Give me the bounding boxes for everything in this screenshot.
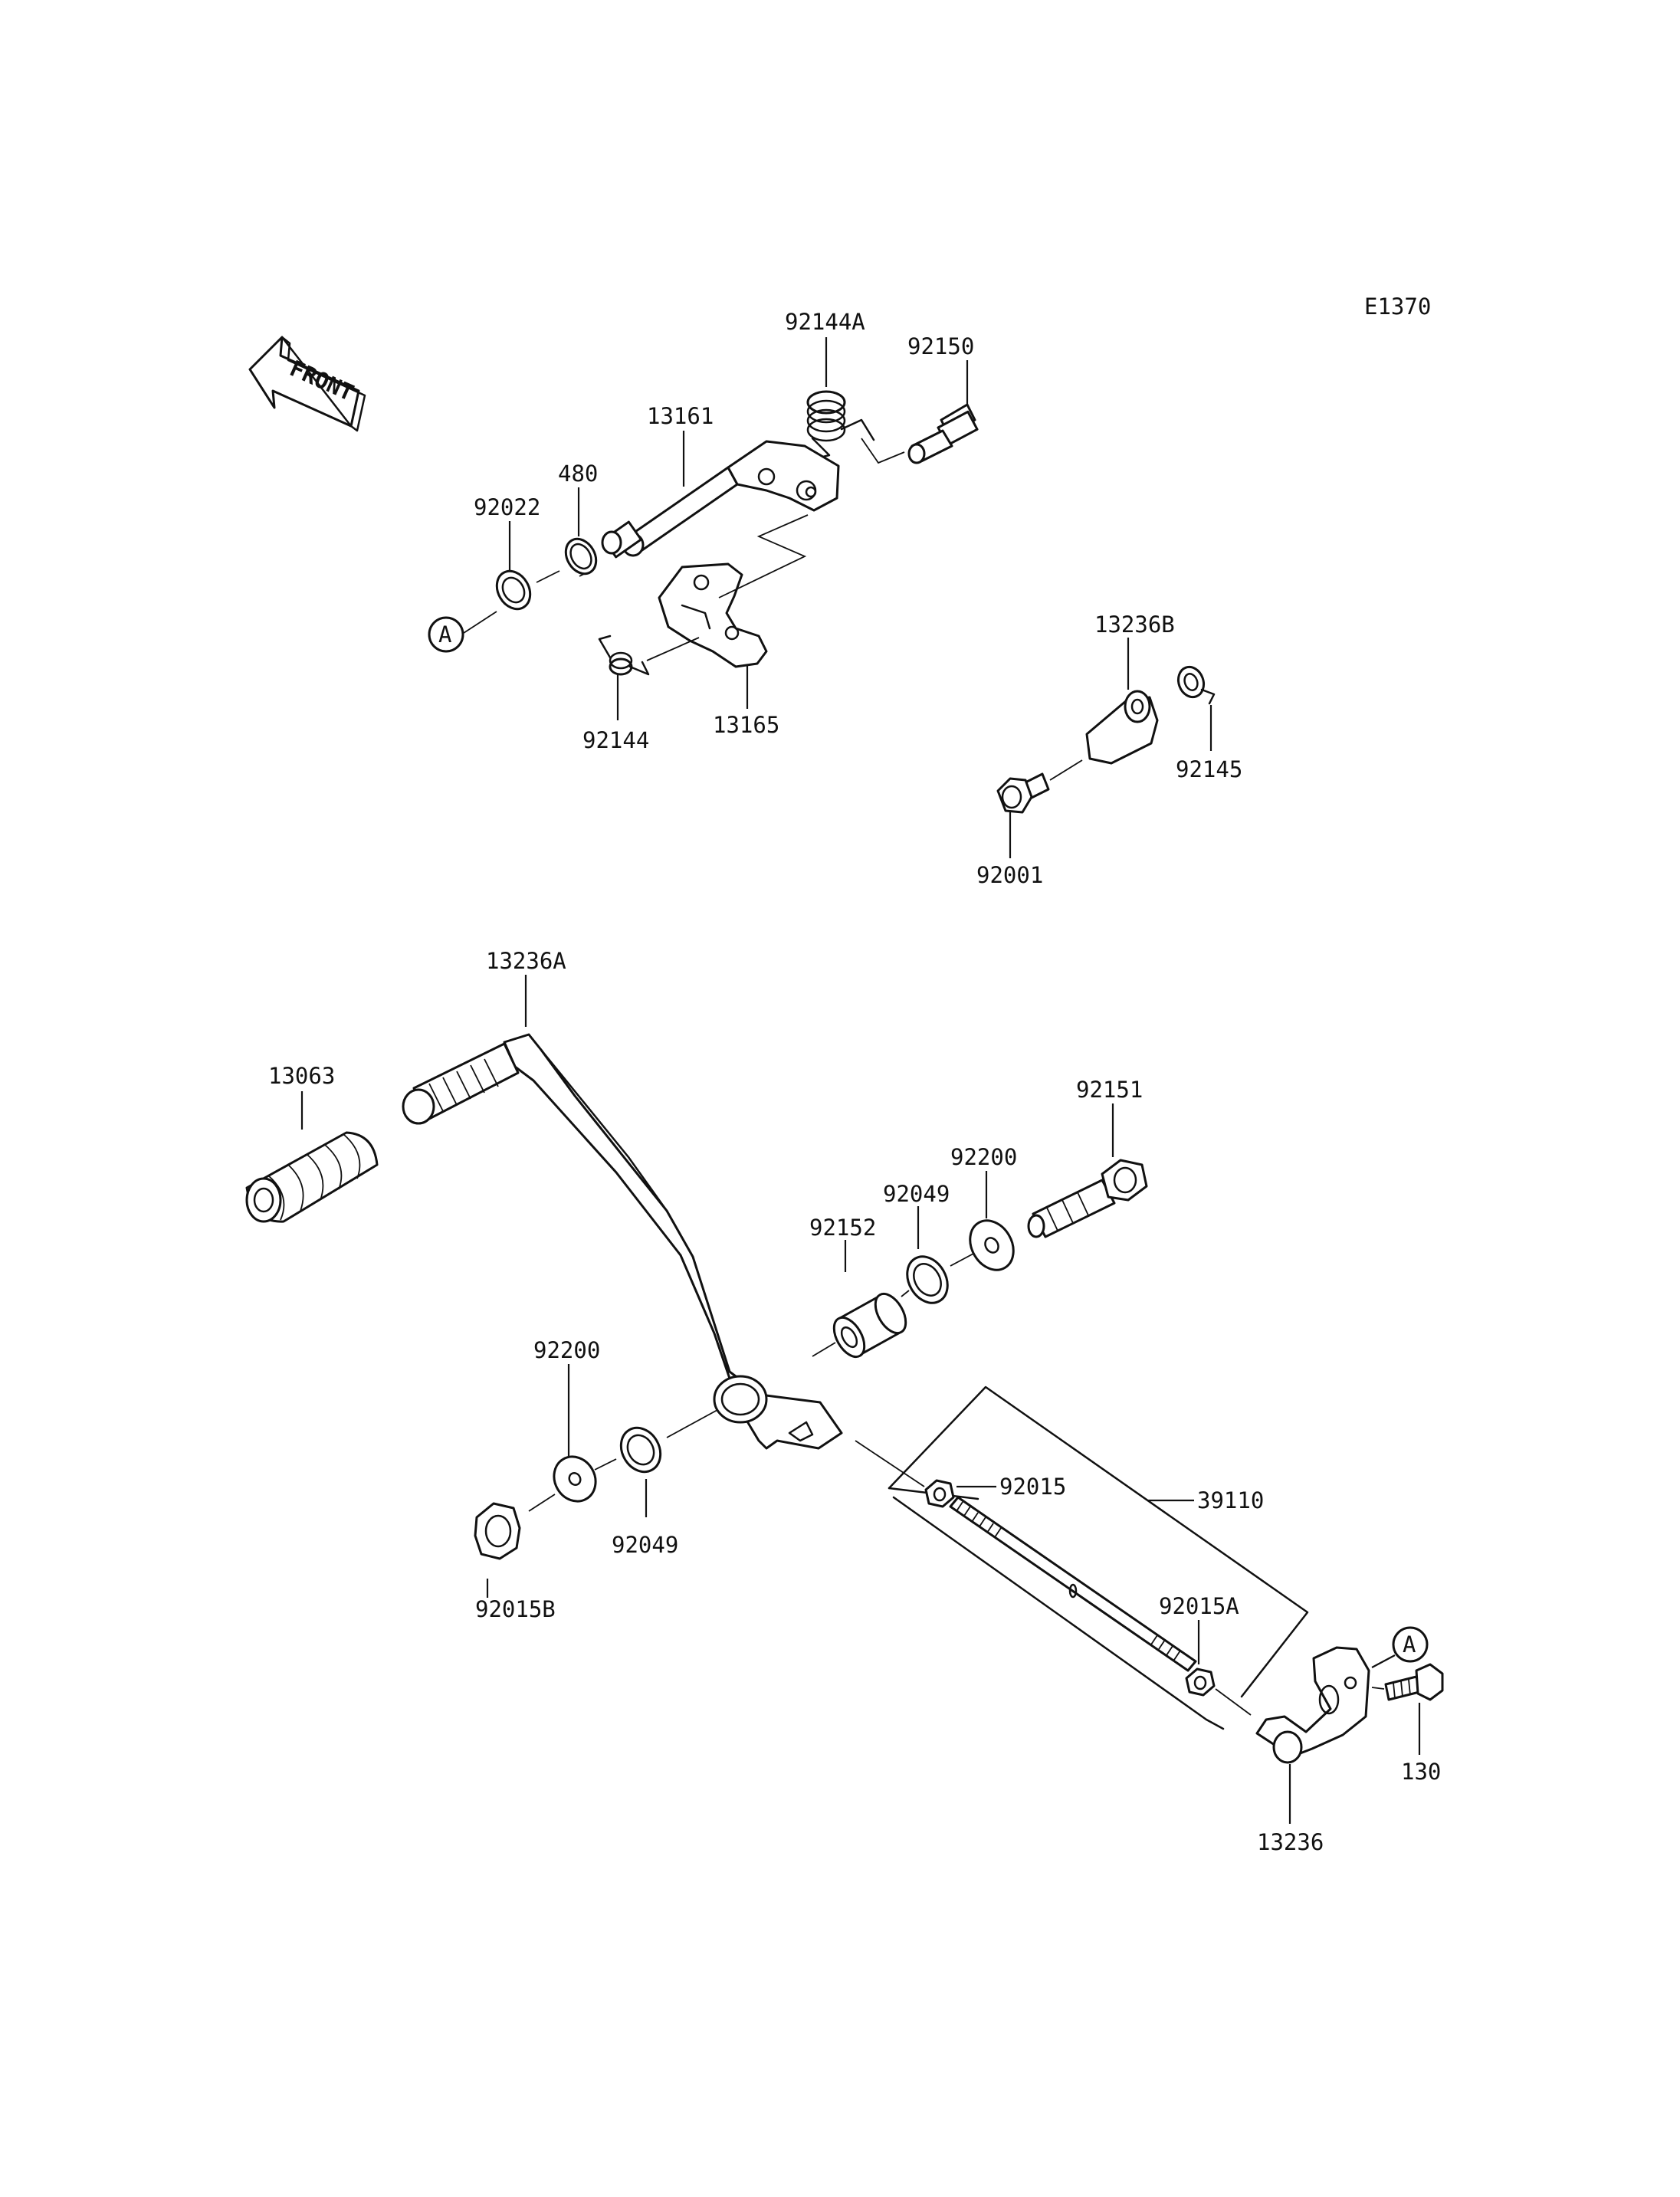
- label-92151: 92151: [1076, 1077, 1143, 1103]
- reference-marker-a-bottom-label: A: [1403, 1631, 1416, 1658]
- label-92022: 92022: [474, 494, 540, 520]
- cap-nut-92015B: [474, 1502, 521, 1560]
- washer-92200-bottom: [553, 1455, 597, 1503]
- shift-rod: [949, 1496, 1197, 1672]
- label-92144: 92144: [582, 727, 649, 753]
- label-92015B: 92015B: [475, 1596, 556, 1622]
- washer-92022: [495, 569, 532, 611]
- label-92200-bottom: 92200: [533, 1337, 600, 1363]
- oil-seal-92049-top: [906, 1255, 949, 1304]
- nut-92015A: [1185, 1667, 1216, 1697]
- label-480: 480: [558, 461, 598, 487]
- label-92049-bottom: 92049: [612, 1532, 678, 1558]
- label-13161: 13161: [647, 403, 714, 429]
- label-92145: 92145: [1176, 756, 1242, 782]
- rod-end-13236: [1255, 1646, 1370, 1764]
- reference-marker-a-top: A: [428, 616, 464, 653]
- washer-92200-top: [969, 1219, 1015, 1271]
- label-92049-top: 92049: [883, 1181, 950, 1207]
- label-13236A: 13236A: [486, 948, 566, 974]
- label-39110: 39110: [1197, 1487, 1264, 1513]
- label-130: 130: [1401, 1759, 1441, 1785]
- label-92144A: 92144A: [785, 309, 865, 335]
- torsion-spring-92144A: [806, 390, 875, 460]
- label-13236B: 13236B: [1094, 612, 1175, 638]
- label-13236: 13236: [1257, 1829, 1324, 1855]
- collar-92152: [832, 1292, 907, 1359]
- circlip-480: [564, 537, 598, 575]
- label-92001: 92001: [976, 862, 1043, 888]
- label-92015A: 92015A: [1159, 1593, 1239, 1619]
- bolt-92001: [996, 772, 1050, 814]
- footrest-rubber-13063: [245, 1131, 379, 1223]
- bolt-92151: [1027, 1159, 1148, 1238]
- shift-arm-13165: [658, 562, 768, 668]
- nut-92015: [924, 1479, 955, 1508]
- oil-seal-92049-bottom: [619, 1426, 662, 1474]
- label-92015: 92015: [999, 1474, 1066, 1500]
- label-92152: 92152: [809, 1215, 876, 1241]
- front-arrow-icon: FRONT: [248, 336, 366, 432]
- label-92150: 92150: [907, 333, 974, 359]
- spring-92144: [598, 635, 650, 676]
- label-92200-top: 92200: [950, 1144, 1017, 1170]
- pin-92150: [907, 403, 979, 464]
- bolt-130: [1384, 1663, 1444, 1701]
- label-13165: 13165: [713, 712, 779, 738]
- reference-marker-a-bottom: A: [1392, 1626, 1429, 1663]
- reference-marker-a-top-label: A: [438, 621, 451, 648]
- bracket-13236B: [1085, 690, 1159, 765]
- clip-92145: [1176, 665, 1216, 705]
- shift-pedal-13236A: [402, 1033, 843, 1450]
- shift-shaft-13161: [601, 440, 840, 559]
- diagram-code: E1370: [1364, 293, 1431, 320]
- label-13063: 13063: [268, 1063, 335, 1089]
